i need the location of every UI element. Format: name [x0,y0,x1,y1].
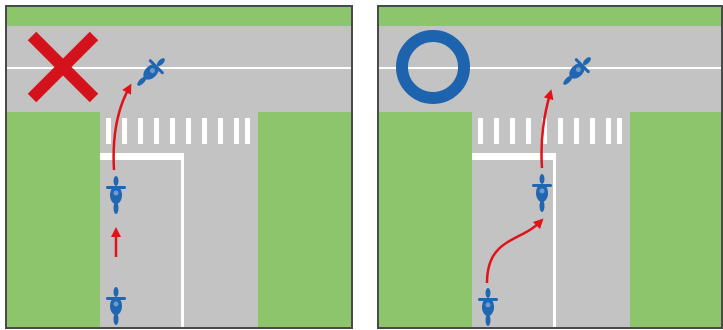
red-x-icon [27,31,99,103]
side-road [472,112,630,328]
panel-border [5,5,353,329]
lane-divider [181,153,184,328]
crosswalk [478,118,622,144]
lane-divider [553,153,556,328]
path-arrow-icon [112,83,132,171]
path-arrow-icon [540,89,554,169]
panel-incorrect [5,5,353,329]
panel-correct [377,5,723,329]
blue-circle-icon [396,30,470,104]
stop-line [100,153,184,160]
crosswalk [106,118,250,144]
side-road [100,112,258,328]
stop-line [472,153,556,160]
panel-border [377,5,723,329]
path-arrow-icon [485,218,544,284]
